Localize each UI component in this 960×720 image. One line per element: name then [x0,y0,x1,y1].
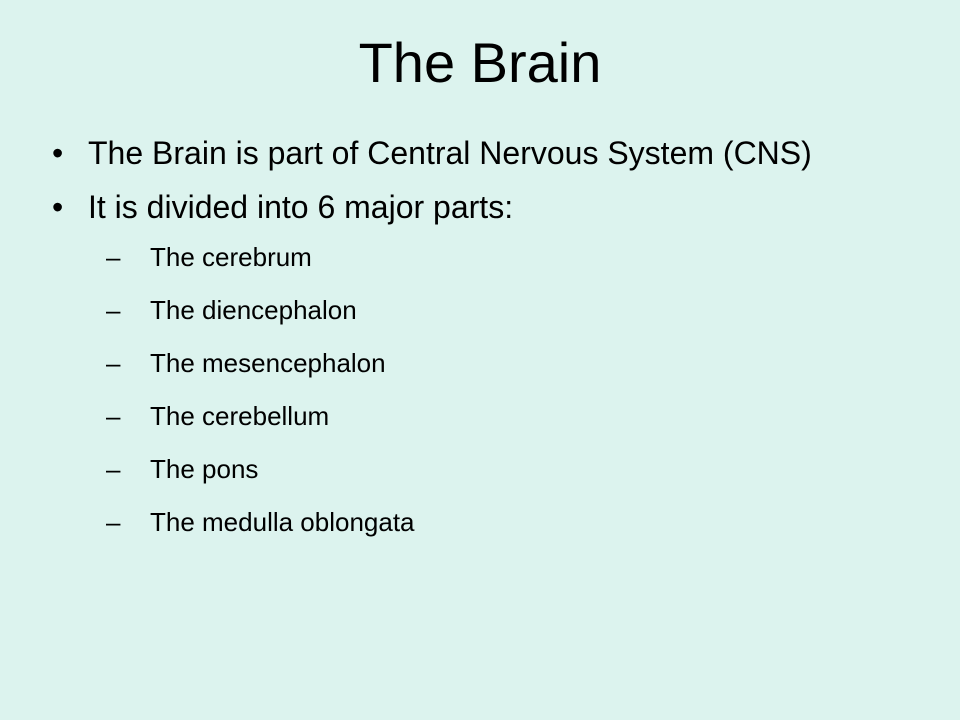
sub-bullet-item: – The mesencephalon [106,347,870,379]
bullet-text: It is divided into 6 major parts: [88,189,514,225]
sub-bullet-text: The cerebellum [150,401,330,431]
sub-bullet-item: – The diencephalon [106,294,870,326]
sub-bullet-text: The mesencephalon [150,348,386,378]
dash-marker: – [106,295,121,325]
sub-bullet-item: – The medulla oblongata [106,506,870,538]
bullet-item: • The Brain is part of Central Nervous S… [52,133,852,173]
bullet-list: • The Brain is part of Central Nervous S… [52,133,852,559]
bullet-marker: • [52,135,64,171]
bullet-item: • It is divided into 6 major parts: – Th… [52,187,852,538]
dash-marker: – [106,348,121,378]
sub-bullet-item: – The cerebrum [106,241,870,273]
slide-title: The Brain [358,31,602,94]
sub-bullet-item: – The pons [106,453,870,485]
bullet-marker: • [52,189,64,225]
dash-marker: – [106,454,121,484]
dash-marker: – [106,507,121,537]
sub-bullet-text: The cerebrum [150,242,312,272]
sub-bullet-text: The medulla oblongata [150,507,415,537]
sub-bullet-item: – The cerebellum [106,400,870,432]
sub-bullet-text: The diencephalon [150,295,357,325]
dash-marker: – [106,401,121,431]
bullet-text: The Brain is part of Central Nervous Sys… [88,135,812,171]
sub-bullet-text: The pons [150,454,259,484]
brain-parts-list: – The cerebrum – The diencephalon – The … [106,241,870,538]
dash-marker: – [106,242,121,272]
